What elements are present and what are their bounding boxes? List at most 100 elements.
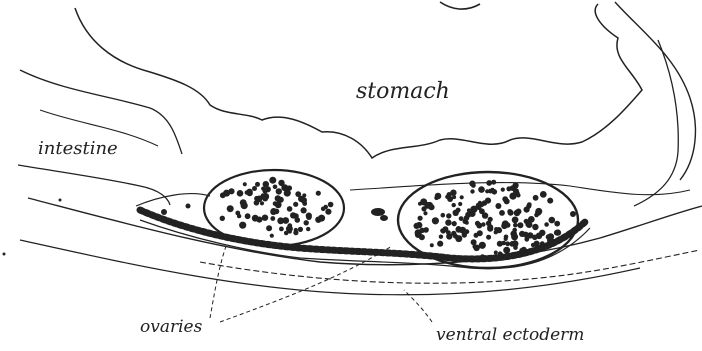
ovary-cell-dot — [478, 201, 482, 205]
ovary-cell-dot — [505, 222, 510, 227]
ovary-cell-dot — [241, 202, 248, 209]
ovary-cell-dot — [478, 186, 485, 193]
ovary-cell-dot — [446, 233, 452, 239]
ovary-cell-dot — [418, 216, 423, 221]
ovary-cell-dot — [287, 206, 293, 212]
ovary-cell-dot — [487, 224, 493, 230]
ovary-cell-dot — [275, 201, 282, 208]
ovary-cell-dot — [482, 200, 488, 206]
ovary-cell-dot — [501, 188, 505, 192]
ovary-cell-dot — [435, 193, 442, 200]
ovary-cell-dot — [456, 226, 462, 232]
ovary-cell-dot — [494, 251, 498, 255]
ovary-cell-dot — [441, 213, 446, 218]
ovary-cell-dot — [328, 202, 334, 208]
ovary-cell-dot — [237, 190, 244, 197]
ovary-cell-dot — [298, 227, 303, 232]
ovary-cell-dot — [452, 203, 456, 207]
small-cell-cluster-2 — [380, 215, 388, 221]
ovary-cell-dot — [540, 241, 545, 246]
ovary-cell-dot — [301, 207, 307, 213]
ovary-cell-dot — [227, 205, 234, 212]
ovary-cell-dot — [477, 206, 482, 211]
label-intestine: intestine — [38, 138, 118, 159]
ovary-cell-dot — [446, 213, 451, 218]
ovary-cell-dot — [526, 221, 533, 228]
ovary-cell-dot — [535, 208, 542, 215]
ovary-cell-dot — [270, 234, 274, 238]
ovary-cell-dot — [262, 196, 266, 200]
ovary-cell-dot — [424, 202, 431, 209]
ovary-cell-dot — [315, 217, 321, 223]
ovary-cell-dot — [497, 241, 503, 247]
ovary-cell-dot — [282, 217, 289, 224]
ovary-cell-dot — [480, 254, 485, 259]
ovary-cell-dot — [503, 247, 510, 254]
ovary-cell-dot — [547, 233, 554, 240]
ovary-cell-dot — [247, 190, 253, 196]
speck — [59, 199, 62, 202]
ovary-cell-dot — [540, 191, 547, 198]
ovary-cell-dot — [269, 177, 276, 184]
ovary-cell-dot — [505, 241, 510, 246]
ovary-cell-dot — [279, 227, 284, 232]
top-edge-fragment — [440, 2, 480, 9]
ovary-cell-dot — [455, 235, 462, 242]
speck — [3, 253, 6, 256]
ovary-cell-dot — [498, 251, 502, 255]
ovary-cell-dot — [477, 230, 483, 236]
ovary-cell-dot — [517, 222, 523, 228]
ovary-cell-dot — [512, 240, 519, 247]
ovary-cell-dot — [488, 217, 493, 222]
ovary-cell-dot — [527, 202, 532, 207]
ovary-cell-dot — [290, 212, 296, 218]
ovary-cell-dot — [239, 222, 246, 229]
ovary-cell-dot — [278, 180, 284, 186]
ovary-cell-dot — [270, 209, 276, 215]
ovaries-leader-1 — [210, 246, 226, 318]
ovary-cell-dot — [220, 216, 225, 221]
ovary-cell-dot — [270, 216, 275, 221]
right-ovary-cells — [414, 180, 562, 260]
ovary-cell-dot — [458, 202, 462, 206]
ovary-cell-dot — [476, 223, 482, 229]
label-ventral-ectoderm: ventral ectoderm — [436, 325, 584, 345]
ovary-cell-dot — [499, 210, 505, 216]
ovary-cell-dot — [245, 213, 251, 219]
ovary-cell-dot — [495, 203, 501, 209]
ovary-cell-dot — [511, 233, 518, 240]
ovary-cell-dot — [547, 198, 553, 204]
ovary-cell-dot — [293, 202, 298, 207]
end-cell-2 — [161, 209, 167, 215]
ovary-cell-dot — [519, 231, 525, 237]
ovary-cell-dot — [442, 226, 448, 232]
outer-wall-upper — [615, 2, 695, 180]
ovary-cell-dot — [504, 198, 510, 204]
ovary-cell-dot — [482, 212, 488, 218]
ovary-cell-dot — [460, 195, 464, 199]
ovary-cell-dot — [516, 209, 522, 215]
ovary-cell-dot — [491, 188, 495, 192]
ovary-cell-dot — [522, 251, 527, 256]
ovary-cell-dot — [479, 242, 486, 249]
ovary-cell-dot — [532, 224, 538, 230]
ovary-cell-dot — [555, 229, 561, 235]
ovary-cell-dot — [306, 227, 310, 231]
ovary-cell-dot — [415, 229, 422, 236]
ovary-cell-dot — [301, 197, 307, 203]
ovary-cell-dot — [273, 185, 278, 190]
ovary-cell-dot — [430, 243, 434, 247]
ovary-cell-dot — [486, 180, 492, 186]
ovary-cell-dot — [513, 223, 518, 228]
ovary-cell-dot — [439, 235, 443, 239]
ovary-cell-dot — [325, 209, 331, 215]
ovary-cell-dot — [549, 217, 556, 224]
ovary-cell-dot — [554, 221, 560, 227]
ovary-cell-dot — [445, 219, 451, 225]
ovary-cell-dot — [284, 231, 289, 236]
ovary-cell-dot — [295, 217, 301, 223]
label-ovaries: ovaries — [140, 317, 203, 337]
ovary-cell-dot — [418, 202, 422, 206]
ovary-cell-dot — [471, 239, 477, 245]
ovary-cell-dot — [252, 186, 257, 191]
